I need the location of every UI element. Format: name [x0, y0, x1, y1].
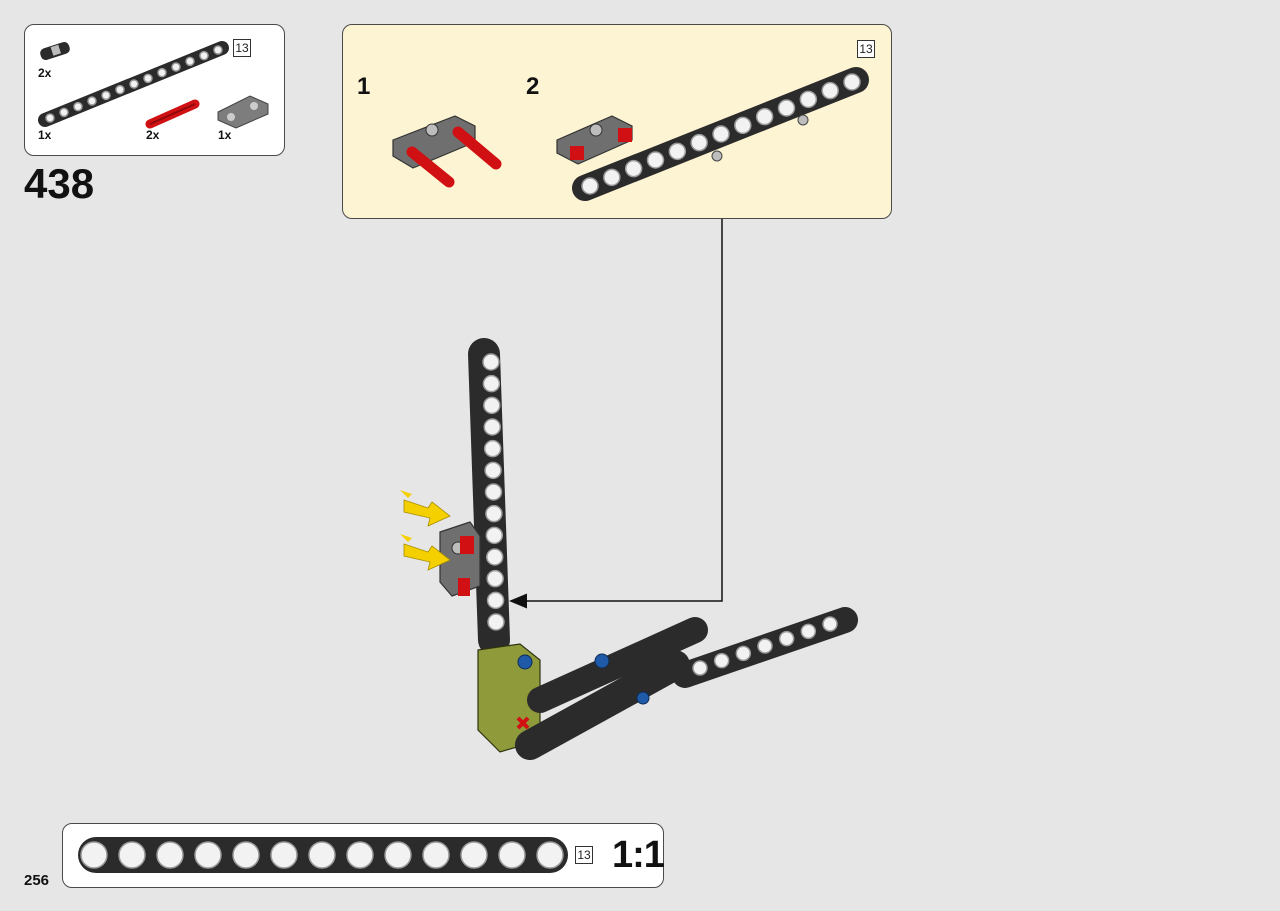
page-number: 256: [24, 872, 50, 889]
sub-beam-hole: [821, 81, 839, 100]
part-qty-gray-connector: 1x: [218, 128, 232, 142]
ruler-beam-hole: [194, 841, 222, 869]
parts-beam-hole: [101, 90, 111, 101]
part-qty-red-pin: 2x: [146, 128, 160, 142]
horizontal-beam-hole: [822, 616, 838, 632]
horizontal-beam-hole: [713, 652, 730, 669]
vertical-beam-hole: [487, 613, 505, 631]
sub-step-1-label: 1: [357, 73, 371, 100]
sub-beam-hole: [734, 116, 752, 135]
vertical-beam-hole: [485, 504, 503, 523]
sub-beam-hole: [690, 133, 708, 152]
vertical-beam-hole: [483, 396, 501, 415]
parts-beam-hole: [171, 62, 181, 72]
vertical-beam-hole: [486, 548, 504, 566]
ruler-beam-hole: [498, 841, 526, 869]
scale-label: 1:1: [612, 834, 665, 876]
horizontal-beam-hole: [735, 645, 752, 662]
beam-length-box: 13: [233, 39, 251, 57]
parts-beam-hole: [73, 101, 83, 112]
parts-beam-hole: [45, 113, 55, 123]
horizontal-beam-hole: [692, 660, 708, 676]
sub-beam-hole: [755, 107, 774, 126]
sub-beam-hole: [603, 168, 621, 187]
ruler-beam-hole: [422, 841, 450, 869]
parts-beam-hole: [143, 73, 153, 84]
parts-beam-hole: [213, 45, 223, 55]
parts-beam-hole: [157, 67, 167, 78]
horizontal-beam-hole: [800, 623, 817, 640]
ruler-beam-hole: [346, 841, 374, 869]
ruler-beam-hole: [156, 841, 184, 869]
sub-beam-hole: [646, 151, 665, 169]
parts-beam-hole: [199, 50, 209, 61]
vertical-beam-hole: [483, 418, 501, 436]
sub-beam-hole: [843, 73, 861, 91]
horizontal-beam-hole: [778, 630, 795, 647]
sub-beam-hole: [668, 142, 687, 161]
sub-step-2-label: 2: [526, 73, 540, 100]
sub-beam-hole: [777, 99, 796, 117]
vertical-beam-hole: [485, 526, 504, 545]
parts-beam-hole: [115, 84, 125, 95]
vertical-beam-hole: [483, 439, 502, 458]
horizontal-beam-hole: [757, 638, 773, 654]
yellow-insert-arrow-bottom: [400, 534, 451, 571]
gray-connector-icon: [217, 95, 269, 129]
callout-arrow: [509, 219, 723, 609]
ruler-beam-hole: [80, 841, 108, 869]
ruler-beam-hole: [118, 841, 146, 869]
sub-beam-hole: [712, 125, 730, 143]
step-number: 438: [24, 160, 95, 207]
parts-beam-hole: [129, 79, 139, 89]
sub-beam-length-box: 13: [857, 40, 875, 58]
ruler-beam-hole: [384, 841, 412, 869]
part-qty-black-beam: 1x: [38, 128, 52, 142]
sub-step-1-illustration: [392, 115, 502, 188]
vertical-beam-hole: [486, 591, 505, 610]
vertical-beam-hole: [482, 374, 501, 393]
ruler-beam-hole: [536, 841, 564, 869]
ruler-beam-hole: [308, 841, 336, 869]
main-model-illustration: [400, 338, 858, 760]
ruler-beam-hole: [232, 841, 260, 869]
part-qty-black-pin: 2x: [38, 66, 52, 80]
parts-beam-hole: [185, 56, 195, 67]
vertical-beam-hole: [484, 483, 503, 501]
ruler-beam-hole: [270, 841, 298, 869]
yellow-insert-arrow-top: [400, 490, 451, 527]
black-beam-icon: [38, 41, 229, 127]
ruler-beam-hole: [460, 841, 488, 869]
sub-beam-hole: [581, 177, 599, 195]
ruler-beam-length-box: 13: [575, 846, 593, 864]
sub-beam-hole: [624, 159, 643, 178]
vertical-beam-hole: [486, 569, 504, 588]
parts-beam-hole: [87, 96, 97, 106]
sub-step-2-illustration: [556, 67, 869, 201]
red-axle-pin-icon: [145, 99, 200, 129]
sub-beam-hole: [799, 90, 818, 109]
vertical-beam-hole: [484, 461, 502, 480]
vertical-beam-hole: [482, 353, 500, 371]
parts-beam-hole: [59, 107, 69, 118]
black-pin-icon: [40, 41, 70, 61]
ruler-beam-illustration: [78, 837, 568, 873]
